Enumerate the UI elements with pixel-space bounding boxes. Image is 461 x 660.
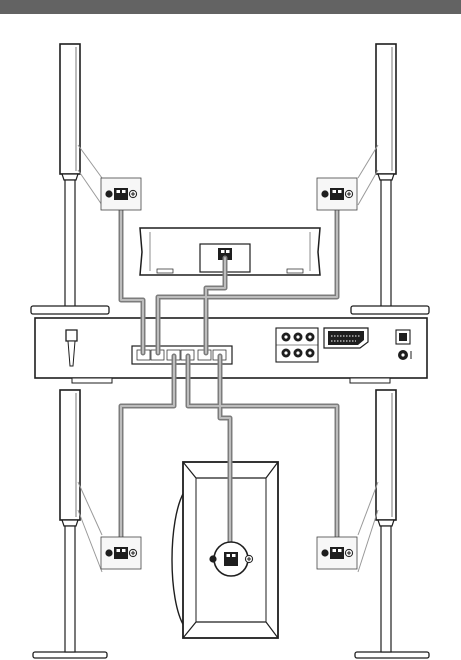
terminal-front-left [101,178,141,210]
floor-base-bottom-left [33,652,107,658]
main-unit [35,318,427,383]
speaker-surround-right [376,390,396,652]
terminal-front-right [317,178,357,210]
terminal-surround-left [101,537,141,569]
floor-base-bottom-right [355,652,429,658]
terminal-surround-right [317,537,357,569]
speaker-surround-left [60,390,80,652]
speaker-front-left [31,44,109,314]
speaker-front-right [351,44,429,314]
speaker-center [140,228,320,275]
